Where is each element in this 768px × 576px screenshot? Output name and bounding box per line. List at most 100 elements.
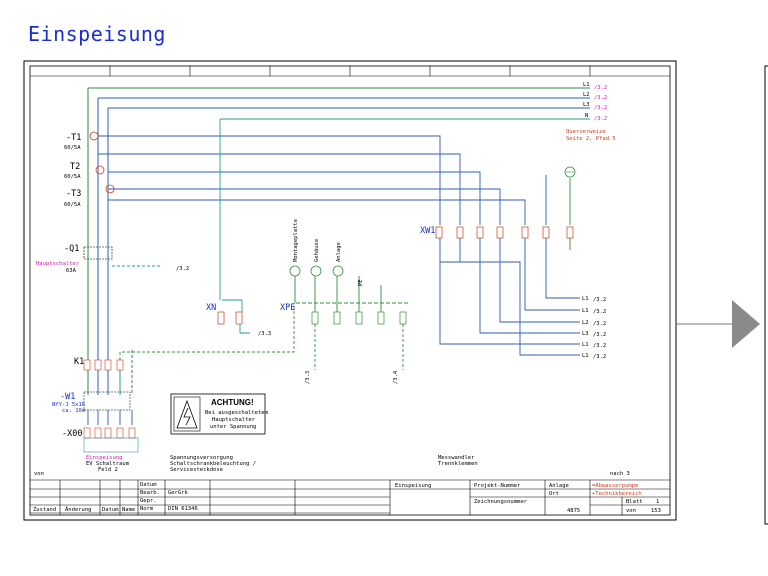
- next-arrow: [676, 300, 760, 348]
- svg-text:L1: L1: [582, 296, 589, 302]
- svg-text:Einspeisung: Einspeisung: [86, 455, 122, 461]
- svg-text:L1: L1: [582, 353, 589, 359]
- svg-text:Hauptschalter: Hauptschalter: [212, 417, 256, 423]
- svg-text:1: 1: [656, 499, 659, 505]
- svg-text:/3.2: /3.2: [593, 343, 606, 349]
- title-block: [30, 479, 670, 515]
- svg-text:60/5A: 60/5A: [64, 174, 81, 180]
- svg-text:/3.3: /3.3: [258, 331, 271, 337]
- svg-text:unter Spannung: unter Spannung: [210, 424, 256, 430]
- svg-text:Name: Name: [122, 507, 135, 513]
- svg-text:/3.2: /3.2: [593, 321, 606, 327]
- svg-text:EV Schaltraum: EV Schaltraum: [86, 461, 130, 467]
- bus-label-n: N: [585, 113, 588, 119]
- svg-text:Norm: Norm: [140, 506, 154, 512]
- drawing-title: Einspeisung: [395, 483, 431, 489]
- svg-text:von: von: [34, 471, 44, 477]
- bus-ref-l3: /3.2: [594, 105, 607, 111]
- xpe-terminal-rail: XPE Montageplatte Gehäuse Anlage PE /3.3…: [280, 219, 410, 384]
- svg-text:nach 3: nach 3: [610, 471, 630, 477]
- svg-text:/3.2: /3.2: [593, 309, 606, 315]
- ct-symbols: -T1 60/5A T2 60/5A -T3 60/5A: [64, 131, 115, 208]
- svg-text:L3: L3: [582, 331, 589, 337]
- k1-label: K1: [74, 357, 84, 367]
- t3-label: -T3: [66, 189, 81, 199]
- xw1-label: XW1: [420, 226, 435, 236]
- main-feeder-wires: [87, 88, 133, 395]
- xn-terminal: XN /3.3: [119, 299, 295, 365]
- xw1-output-wires: [439, 238, 580, 356]
- warning-heading: ACHTUNG!: [211, 398, 254, 407]
- busbar-lines: [88, 87, 590, 120]
- bus-label-l1: L1: [583, 82, 590, 88]
- svg-text:+Technikbereich: +Technikbereich: [592, 491, 642, 497]
- xpe-load-montageplatte: Montageplatte: [293, 219, 299, 262]
- bus-ref-n: /3.2: [594, 116, 607, 122]
- xpe-load-gehaeuse: Gehäuse: [314, 239, 320, 262]
- svg-text:NYY-J 5x16: NYY-J 5x16: [52, 402, 85, 408]
- w1-label: -W1: [60, 392, 75, 402]
- earth-symbol: [564, 166, 576, 178]
- svg-text:Messwandler: Messwandler: [438, 455, 475, 461]
- bus-ref-l2: /3.2: [594, 95, 607, 101]
- x00-terminal: -X00: [62, 427, 139, 453]
- svg-text:Servicesteckdose: Servicesteckdose: [170, 467, 223, 473]
- bus-label-l2: L2: [583, 92, 590, 98]
- svg-text:Ort: Ort: [549, 491, 559, 497]
- lightning-icon: [183, 407, 191, 426]
- svg-text:Projekt-Nummer: Projekt-Nummer: [474, 483, 521, 489]
- svg-text:/3.4: /3.4: [393, 370, 399, 384]
- svg-text:=Abwasserpumpe: =Abwasserpumpe: [592, 483, 638, 489]
- svg-text:/3.2: /3.2: [593, 297, 606, 303]
- cross-ref-note-line2: Seite 2, Pfad 5: [566, 136, 616, 142]
- svg-text:/3.2: /3.2: [593, 354, 606, 360]
- svg-text:60/5A: 60/5A: [64, 202, 81, 208]
- warning-sign: ACHTUNG! Bei ausgeschaltetem Hauptschalt…: [170, 393, 269, 435]
- ct-tap-wires: [98, 119, 571, 300]
- t2-label: T2: [70, 162, 80, 172]
- svg-text:4875: 4875: [567, 508, 580, 514]
- svg-text:Schaltschrankbeleuchtung /: Schaltschrankbeleuchtung /: [170, 461, 256, 467]
- svg-text:L1: L1: [582, 308, 589, 314]
- svg-text:153: 153: [651, 508, 661, 514]
- bus-label-l3: L3: [583, 102, 590, 108]
- svg-text:GerGrk: GerGrk: [168, 490, 189, 496]
- svg-text:63A: 63A: [66, 268, 77, 274]
- svg-text:Trennklemmen: Trennklemmen: [438, 461, 478, 467]
- xn-label: XN: [206, 303, 216, 313]
- xw1-terminals: XW1: [420, 226, 574, 239]
- column-ruler: [30, 66, 670, 77]
- svg-text:Blatt: Blatt: [626, 499, 643, 505]
- page-title: Einspeisung: [28, 22, 166, 46]
- warning-triangle-icon: [176, 399, 198, 429]
- xpe-load-pe: PE: [358, 279, 364, 286]
- svg-text:L2: L2: [582, 320, 589, 326]
- svg-text:L1: L1: [582, 342, 589, 348]
- svg-text:/3.2: /3.2: [593, 332, 606, 338]
- bus-ref-l1: /3.2: [594, 85, 607, 91]
- svg-text:Anlage: Anlage: [549, 483, 569, 489]
- xw1-output-labels: L1 /3.2 L1 /3.2 L2 /3.2 L3 /3.2 L1 /3.2 …: [582, 296, 606, 360]
- svg-text:DIN 61346: DIN 61346: [168, 506, 198, 512]
- xpe-label: XPE: [280, 303, 295, 313]
- q1-label: -Q1: [64, 244, 79, 254]
- bus-labels: L1 /3.2 L2 /3.2 L3 /3.2 N /3.2 Querverwe…: [566, 82, 616, 142]
- q1-main-switch: -Q1 Hauptschalter 63A /3.2: [36, 244, 189, 274]
- arrow-right-icon: [732, 300, 760, 348]
- xpe-load-anlage: Anlage: [336, 242, 342, 262]
- k1-w1-cable: K1 -W1 NYY-J 5x16 ca. 10m: [52, 357, 133, 425]
- x00-label: -X00: [62, 429, 82, 439]
- svg-text:60/5A: 60/5A: [64, 145, 81, 151]
- svg-text:Feld 2: Feld 2: [98, 467, 118, 473]
- svg-text:Zustand: Zustand: [33, 507, 56, 513]
- svg-text:Zeichnungsnummer: Zeichnungsnummer: [474, 499, 528, 505]
- svg-text:Datum: Datum: [140, 482, 157, 488]
- svg-text:Datum: Datum: [102, 507, 119, 513]
- section-captions: Einspeisung EV Schaltraum Feld 2 Spannun…: [34, 455, 630, 477]
- svg-text:Gepr.: Gepr.: [140, 498, 157, 504]
- t1-label: -T1: [66, 133, 81, 143]
- svg-text:von: von: [626, 508, 636, 514]
- next-sheet-edge: [764, 65, 768, 525]
- svg-text:/3.3: /3.3: [305, 371, 311, 384]
